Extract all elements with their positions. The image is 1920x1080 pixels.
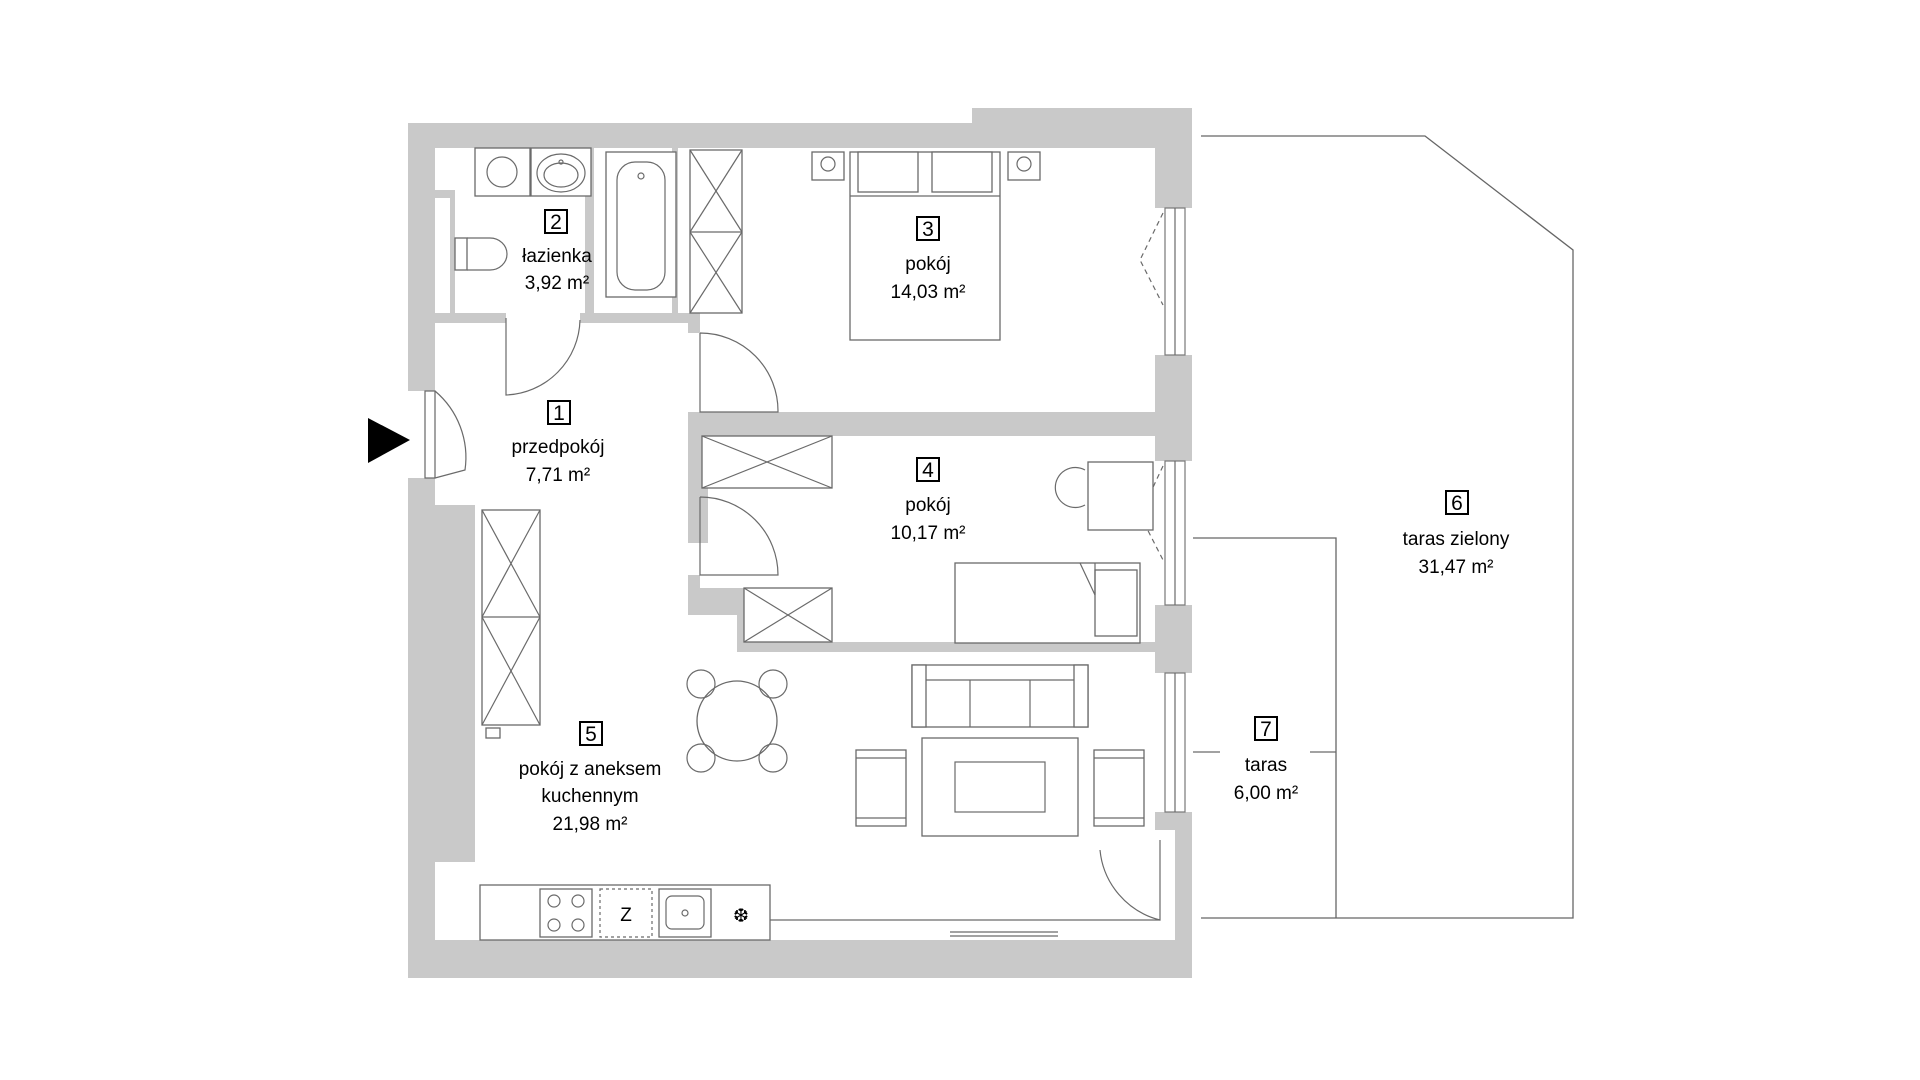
room-name: pokój [905, 495, 950, 516]
room-name: taras [1245, 755, 1287, 776]
room-number: 4 [922, 459, 934, 482]
room-label-2: 2 łazienka 3,92 m² [522, 209, 592, 294]
wardrobe-bedroom-4-lower [743, 587, 833, 643]
room-number: 1 [553, 402, 565, 425]
sink-icon [530, 147, 592, 197]
room-label-3: 3 pokój 14,03 m² [891, 216, 966, 303]
room-number: 6 [1451, 492, 1463, 515]
room-label-7: 7 taras 6,00 m² [1234, 716, 1298, 804]
sofa [911, 664, 1089, 728]
room-area: 14,03 m² [891, 282, 966, 303]
room-area: 3,92 m² [525, 273, 589, 294]
fridge-icon: Z [599, 888, 653, 938]
terrace-outline [1193, 537, 1337, 918]
armchairs [855, 749, 1145, 827]
nightstands [811, 151, 1041, 181]
room-number: 7 [1260, 718, 1272, 741]
terrace-green-outline [1201, 135, 1574, 919]
room-area: 21,98 m² [553, 814, 628, 835]
freezer-symbol: ❆ [733, 906, 749, 927]
room-name-line-2: kuchennym [541, 786, 638, 807]
room-number: 5 [585, 723, 597, 746]
single-bed [954, 562, 1141, 644]
kitchen-counter [479, 884, 1160, 941]
freezer-icon: ❆ [733, 906, 749, 927]
doors [424, 318, 1161, 937]
room-area: 10,17 m² [891, 523, 966, 544]
coffee-table [921, 737, 1079, 837]
room-label-6: 6 taras zielony 31,47 m² [1403, 490, 1510, 578]
desk [1054, 461, 1154, 531]
double-bed [849, 151, 1001, 341]
room-label-1: 1 przedpokój 7,71 m² [512, 400, 605, 486]
interior-walls [430, 148, 1158, 652]
kitchen-sink-icon [658, 888, 712, 938]
washing-machine [474, 147, 531, 197]
room-area: 6,00 m² [1234, 783, 1298, 804]
toilet-icon [454, 237, 508, 271]
cooktop-icon [539, 888, 593, 938]
room-area: 31,47 m² [1419, 557, 1494, 578]
dining-table [686, 669, 788, 773]
room-name: pokój z aneksem [519, 759, 662, 780]
room-number: 3 [922, 218, 934, 241]
fridge-letter: Z [620, 905, 632, 926]
room-name: pokój [905, 254, 950, 275]
room-name: przedpokój [512, 437, 605, 458]
entrance-arrow [368, 418, 410, 463]
room-area: 7,71 m² [526, 465, 590, 486]
wardrobe-living [481, 509, 541, 739]
room-label-4: 4 pokój 10,17 m² [891, 457, 966, 544]
room-label-5: 5 pokój z aneksem kuchennym 21,98 m² [519, 721, 662, 835]
room-number: 2 [550, 211, 562, 234]
wardrobe-bedroom-4 [701, 435, 833, 489]
wardrobe-bedroom-3 [689, 149, 743, 314]
exterior-walls [408, 108, 1192, 978]
room-name: taras zielony [1403, 529, 1510, 550]
bathtub-icon [605, 151, 677, 298]
room-name: łazienka [522, 246, 592, 267]
